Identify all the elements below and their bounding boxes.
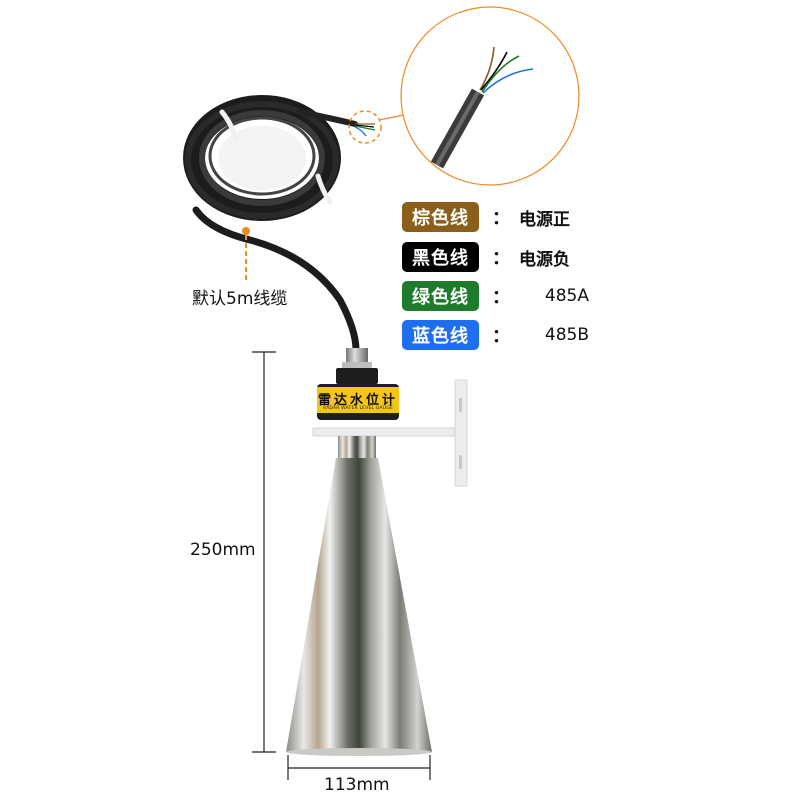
magnified-cable <box>430 46 534 169</box>
legend-row-brown: 棕色线 ： 电源正 <box>402 202 589 232</box>
height-dimension <box>252 351 276 753</box>
cable-length-label: 默认5m线缆 <box>192 289 288 309</box>
width-dimension <box>287 755 431 780</box>
gauge-label-cn: 雷达水位计 <box>318 393 399 408</box>
legend-row-green: 绿色线 ： 485A <box>402 281 589 311</box>
horn-antenna <box>286 458 432 752</box>
meaning: 电源负 <box>519 249 570 270</box>
meaning: 485B <box>544 325 589 345</box>
separator: ： <box>492 326 510 347</box>
separator: ： <box>492 248 510 269</box>
zoom-indicator <box>348 110 382 144</box>
cable-coil <box>183 95 360 354</box>
mounting-bracket <box>312 427 464 437</box>
wire-ends <box>354 123 376 137</box>
legend-row-black: 黑色线 ： 电源负 <box>402 242 589 272</box>
gauge-label-band <box>317 387 399 413</box>
diameter-dimension-label: 113mm <box>324 775 390 795</box>
badge-black: 黑色线 <box>402 242 479 272</box>
badge-green: 绿色线 <box>402 281 479 311</box>
separator: ： <box>492 208 510 229</box>
gauge-label-en: RADAR WATER LEVEL GAUGE <box>322 406 394 411</box>
meaning: 电源正 <box>519 209 570 230</box>
height-dimension-label: 250mm <box>190 540 256 560</box>
magnified-view <box>400 6 580 186</box>
separator: ： <box>492 287 510 308</box>
meaning: 485A <box>544 286 589 306</box>
badge-blue: 蓝色线 <box>402 320 479 350</box>
badge-brown: 棕色线 <box>402 202 479 232</box>
legend-row-blue: 蓝色线 ： 485B <box>402 320 589 350</box>
